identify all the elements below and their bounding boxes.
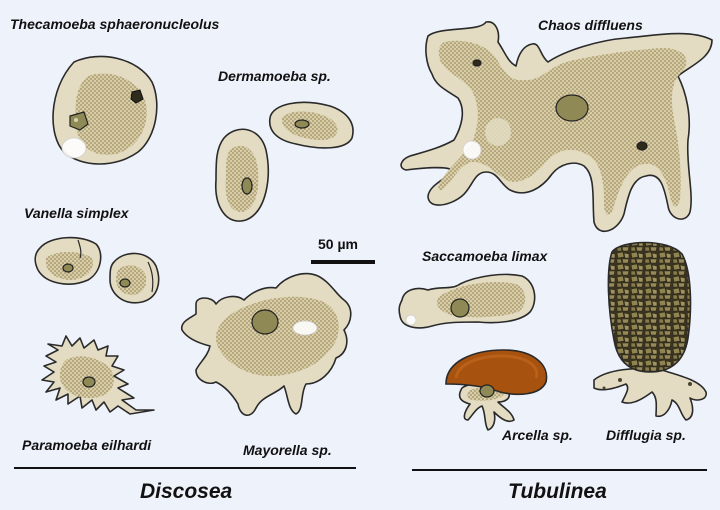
vanella-cells <box>34 236 160 304</box>
group-label-discosea: Discosea <box>140 480 233 503</box>
scale-bar-label: 50 µm <box>318 236 358 252</box>
thecamoeba-cell <box>52 55 158 165</box>
label-arcella: Arcella sp. <box>501 427 573 443</box>
scale-bar <box>311 260 375 264</box>
mayorella-cell <box>180 272 352 416</box>
dermamoeba-cells <box>215 101 354 222</box>
chaos-cell <box>400 21 713 233</box>
group-label-tubulinea: Tubulinea <box>508 480 607 503</box>
label-paramoeba: Paramoeba eilhardi <box>22 437 152 453</box>
label-chaos: Chaos diffluens <box>538 17 643 33</box>
label-difflugia: Difflugia sp. <box>606 427 686 443</box>
paramoeba-cell <box>41 335 155 415</box>
saccamoeba-cell <box>398 273 536 329</box>
label-mayorella: Mayorella sp. <box>243 442 332 458</box>
label-saccamoeba: Saccamoeba limax <box>422 248 549 264</box>
difflugia-cell <box>593 241 707 421</box>
arcella-cell <box>445 349 548 431</box>
label-dermamoeba: Dermamoeba sp. <box>218 68 331 84</box>
label-thecamoeba: Thecamoeba sphaeronucleolus <box>10 16 219 32</box>
label-vanella: Vanella simplex <box>24 205 130 221</box>
